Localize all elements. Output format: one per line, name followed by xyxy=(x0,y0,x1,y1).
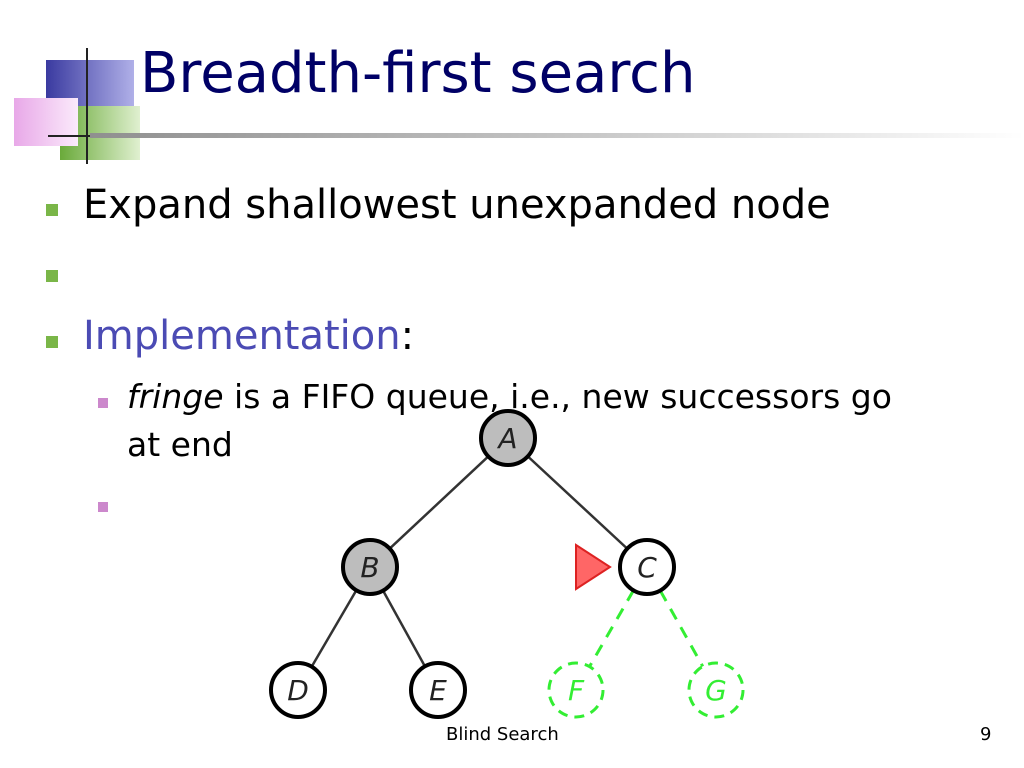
sub-bullet-line-2: at end xyxy=(127,425,233,464)
tree-node-b xyxy=(341,538,399,596)
tree-node-label-f: F xyxy=(568,674,585,707)
page-number: 9 xyxy=(980,724,992,745)
bullet-text: Expand shallowest unexpanded node xyxy=(83,182,831,228)
tree-node-label-e: E xyxy=(429,674,447,707)
title-underline xyxy=(90,133,1024,138)
sub-bullet-text: is a FIFO queue, i.e., new successors go xyxy=(223,377,892,416)
sub-bullet-marker xyxy=(98,398,108,408)
bullet-marker xyxy=(46,270,58,282)
bullet-marker xyxy=(46,336,58,348)
tree-node-label-c: C xyxy=(637,551,657,584)
tree-edge-B-E xyxy=(381,590,427,667)
tree-edge-B-D xyxy=(310,589,358,668)
bullet-implementation: Implementation: xyxy=(83,313,414,359)
bullet-marker xyxy=(46,204,58,216)
tree-node-label-g: G xyxy=(705,674,727,707)
sub-bullet-line-1: fringe is a FIFO queue, i.e., new succes… xyxy=(127,377,892,417)
sub-bullet-marker xyxy=(98,502,108,512)
footer-title: Blind Search xyxy=(446,724,559,745)
implementation-colon: : xyxy=(400,313,415,359)
fringe-pointer-icon xyxy=(575,543,612,591)
fringe-term: fringe xyxy=(127,377,224,416)
tree-node-e xyxy=(409,661,467,719)
tree-node-f xyxy=(547,661,605,719)
tree-node-g xyxy=(687,661,745,719)
tree-edge-A-B xyxy=(388,455,490,550)
tree-node-c xyxy=(618,538,676,596)
tree-node-label-b: B xyxy=(360,551,379,584)
tree-node-d xyxy=(269,661,327,719)
tree-node-label-a: A xyxy=(496,422,517,455)
tree-node-label-d: D xyxy=(287,674,309,707)
tree-edge-C-F xyxy=(588,589,635,668)
tree-edge-C-G xyxy=(658,589,705,668)
tree-edge-A-C xyxy=(526,455,629,550)
implementation-term: Implementation xyxy=(83,313,401,359)
slide-title: Breadth-first search xyxy=(140,41,696,106)
tree-node-a xyxy=(479,409,537,467)
